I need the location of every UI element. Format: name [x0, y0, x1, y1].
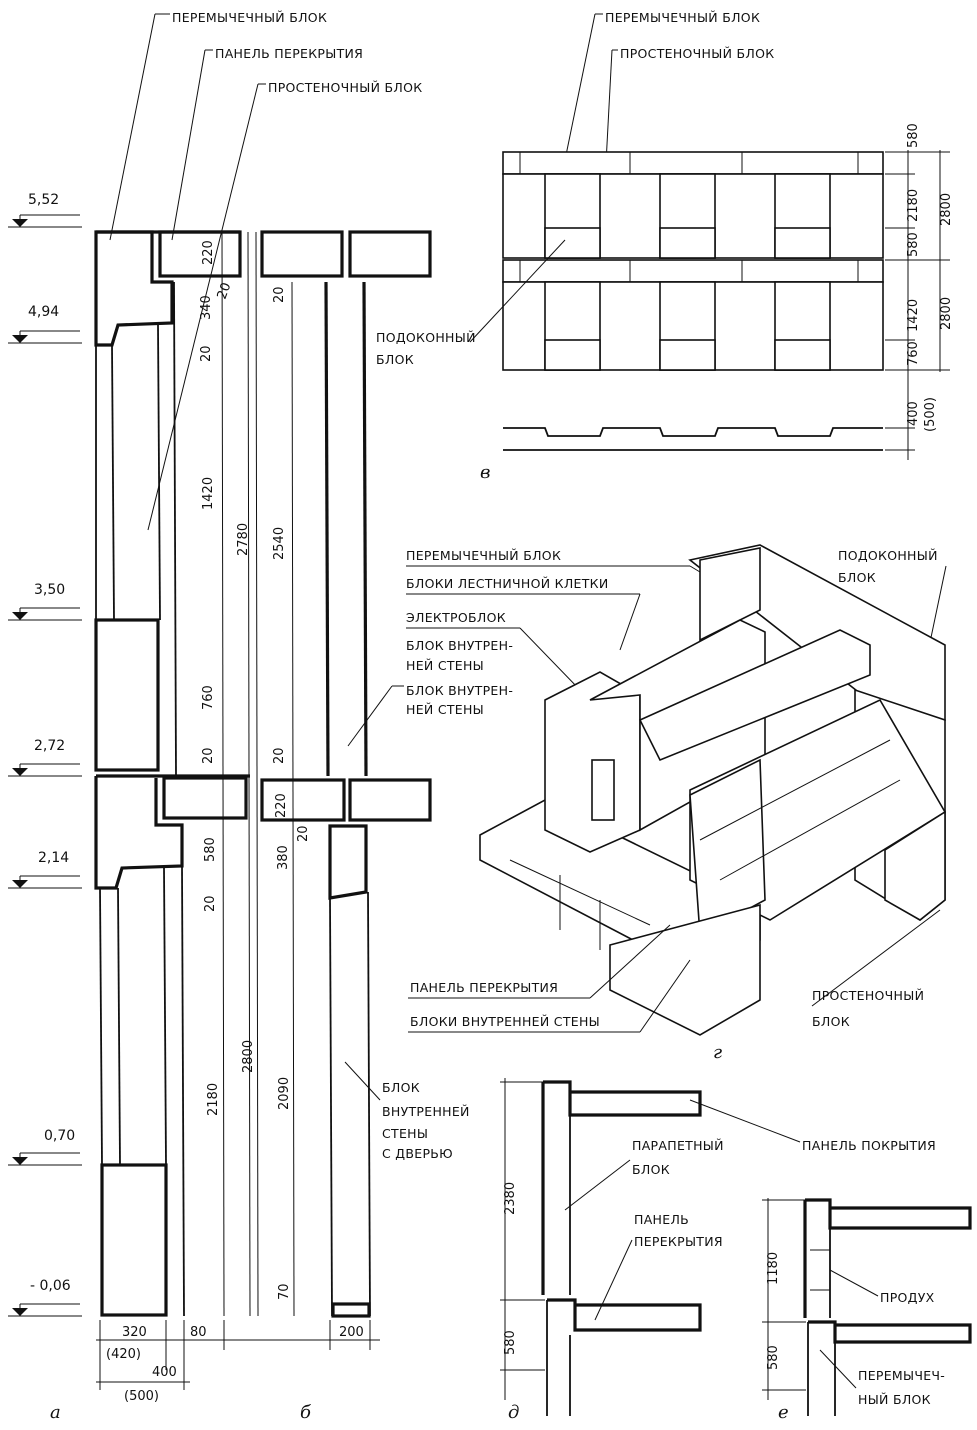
section-a-dims-b-3: 220 — [274, 793, 289, 818]
section-a-bottom-dims-5: 200 — [339, 1325, 364, 1340]
detail-e-dims-0: 1180 — [766, 1252, 781, 1285]
section-a-dims-b-7: 70 — [277, 1283, 292, 1300]
section-a-dims-b-5: 380 — [276, 845, 291, 870]
iso-g-sill-label-1: БЛОК — [838, 570, 876, 585]
iso-label-floor-panel: ПАНЕЛЬ ПЕРЕКРЫТИЯ — [410, 980, 558, 995]
section-a-dims-a-1: 20 — [215, 281, 235, 302]
detail-e: 1180 580 ПРОДУХ ПЕРЕМЫЧЕЧ- НЫЙ БЛОК е — [762, 1198, 972, 1423]
iso-label-stair-blocks: БЛОКИ ЛЕСТНИЧНОЙ КЛЕТКИ — [406, 576, 609, 591]
detail-e-dims-1: 580 — [766, 1345, 781, 1370]
section-a-dims-a-10: 2780 — [236, 523, 251, 556]
iso-label-inner-wall: БЛОК ВНУТРЕН- — [406, 638, 513, 653]
detail-d-floor-panel-1: ПЕРЕКРЫТИЯ — [634, 1234, 723, 1249]
facade-v-dims-3: 1420 — [906, 299, 921, 332]
iso-label-lintel: ПЕРЕМЫЧЕЧНЫЙ БЛОК — [406, 548, 561, 563]
letter-v: в — [480, 462, 490, 483]
section-a-dims-a-0: 220 — [201, 240, 216, 265]
facade-v-sill-label-1: БЛОК — [376, 352, 414, 367]
level-marks: 5,52 4,94 3,50 2,72 2,14 0,70 - 0,06 — [8, 192, 82, 1317]
label-vent: ПРОДУХ — [880, 1290, 935, 1305]
section-a-door-wall-label-3: С ДВЕРЬЮ — [382, 1146, 453, 1161]
section-a-dims-a-5: 760 — [201, 685, 216, 710]
callout-pier-block: ПРОСТЕНОЧНЫЙ БЛОК — [268, 80, 422, 95]
iso-label-inner-wall-blocks: БЛОКИ ВНУТРЕННЕЙ СТЕНЫ — [410, 1014, 600, 1029]
iso-label-pier: ПРОСТЕНОЧНЫЙ — [812, 988, 924, 1003]
label-sill-block: ПОДОКОННЫЙ — [376, 330, 476, 345]
section-a-dims-a-9: 2180 — [206, 1083, 221, 1116]
section-a-dims-a-3: 20 — [199, 345, 214, 362]
iso-structure — [479, 544, 947, 1036]
bottom-dimensions: 320 (420) 400 (500) 80 200 — [96, 1320, 380, 1404]
level-4-94: 4,94 — [28, 304, 59, 320]
iso-g-inner-wall-label-1: НЕЙ СТЕНЫ — [406, 658, 484, 673]
facade-v-dims-1: 2180 — [906, 189, 921, 222]
section-a-dims-b-6: 2090 — [277, 1077, 292, 1110]
callout-lintel-block: ПЕРЕМЫЧЕЧНЫЙ БЛОК — [172, 10, 327, 25]
section-a-door-wall-label-1: ВНУТРЕННЕЙ — [382, 1104, 470, 1119]
inner-wall-section — [260, 230, 432, 1318]
section-a-dims-a-7: 580 — [203, 837, 218, 862]
letter-g: г — [713, 1042, 722, 1063]
iso-label-electroblock: ЭЛЕКТРОБЛОК — [406, 610, 506, 625]
section-a-b: ПЕРЕМЫЧЕЧНЫЙ БЛОК ПАНЕЛЬ ПЕРЕКРЫТИЯ ПРОС… — [8, 10, 513, 1423]
facade-dimensions: 580 2180 580 1420 760 2800 2800 400 (500… — [885, 123, 954, 460]
callout-lintel: ПЕРЕМЫЧЕЧНЫЙ БЛОК — [605, 10, 760, 25]
letter-e: е — [778, 1402, 789, 1423]
iso-label-sill: ПОДОКОННЫЙ — [838, 548, 938, 563]
level-minus-0-06: - 0,06 — [30, 1278, 71, 1294]
section-a-dims-b-2: 20 — [272, 747, 287, 764]
letter-d: д — [508, 1402, 519, 1423]
dimensions-a: 220 20 340 20 1420 760 20 580 20 2180 27… — [199, 240, 256, 1116]
dimensions-b: 20 2540 20 220 20 380 2090 70 — [272, 286, 311, 1300]
section-a-dims-b-1: 2540 — [272, 527, 287, 560]
detail-d-dims-1: 580 — [503, 1330, 518, 1355]
facade-v-dims-2: 580 — [906, 232, 921, 257]
facade-blocks — [502, 151, 884, 451]
detail-e-lintel-1: НЫЙ БЛОК — [858, 1392, 931, 1407]
letter-b: б — [300, 1402, 312, 1423]
section-a-bottom-dims-0: 320 — [122, 1325, 147, 1340]
letter-a: а — [50, 1402, 61, 1423]
section-a-dims-a-2: 340 — [199, 295, 214, 320]
label-roof-panel: ПАНЕЛЬ ПОКРЫТИЯ — [802, 1138, 936, 1153]
facade-v-dims-0: 580 — [906, 123, 921, 148]
detail-d-parapet-1: БЛОК — [632, 1162, 670, 1177]
section-a-bottom-dims-3: (500) — [124, 1389, 159, 1404]
facade-v-totals-1: 2800 — [939, 297, 954, 330]
level-3-50: 3,50 — [34, 582, 65, 598]
facade-v: ПЕРЕМЫЧЕЧНЫЙ БЛОК ПРОСТЕНОЧНЫЙ БЛОК ПОДО… — [376, 10, 954, 483]
iso-g-pier-label-1: БЛОК — [812, 1014, 850, 1029]
section-a-dims-a-11: 2800 — [241, 1040, 256, 1073]
level-2-14: 2,14 — [38, 850, 69, 866]
callout-pier: ПРОСТЕНОЧНЫЙ БЛОК — [620, 46, 774, 61]
section-a-bottom-dims-1: (420) — [106, 1347, 141, 1362]
section-a-dims-a-6: 20 — [201, 747, 216, 764]
level-0-70: 0,70 — [44, 1128, 75, 1144]
isometric-g: ПЕРЕМЫЧЕЧНЫЙ БЛОК БЛОКИ ЛЕСТНИЧНОЙ КЛЕТК… — [406, 544, 947, 1063]
label-inner-wall: БЛОК ВНУТРЕН- — [406, 683, 513, 698]
facade-v-dims-4: 760 — [906, 341, 921, 366]
detail-d-dims-0: 2380 — [503, 1182, 518, 1215]
level-5-52: 5,52 — [28, 192, 59, 208]
section-a-bottom-dims-4: 80 — [190, 1325, 207, 1340]
facade-v-totals-0: 2800 — [939, 193, 954, 226]
label-parapet-block: ПАРАПЕТНЫЙ — [632, 1138, 724, 1153]
section-a-dims-b-0: 20 — [272, 286, 287, 303]
section-a-bottom-dims-2: 400 — [152, 1365, 177, 1380]
outer-wall-section — [94, 230, 259, 1317]
label-floor-panel: ПАНЕЛЬ — [634, 1212, 689, 1227]
label-lintel-block: ПЕРЕМЫЧЕЧ- — [858, 1368, 945, 1383]
facade-v-plan-dims-0: 400 — [906, 401, 921, 426]
section-a-dims-a-8: 20 — [203, 895, 218, 912]
detail-d: 2380 580 ПАНЕЛЬ ПОКРЫТИЯ ПАРАПЕТНЫЙ БЛОК… — [500, 1078, 936, 1423]
section-a-door-wall-label-2: СТЕНЫ — [382, 1126, 428, 1141]
level-2-72: 2,72 — [34, 738, 65, 754]
section-a-dims-a-4: 1420 — [201, 477, 216, 510]
section-a-dims-b-4: 20 — [296, 825, 311, 842]
label-door-wall: БЛОК — [382, 1080, 420, 1095]
section-a-inner-wall-label-1: НЕЙ СТЕНЫ — [406, 702, 484, 717]
facade-v-plan-dims-1: (500) — [923, 397, 938, 432]
callout-floor-panel: ПАНЕЛЬ ПЕРЕКРЫТИЯ — [215, 46, 363, 61]
